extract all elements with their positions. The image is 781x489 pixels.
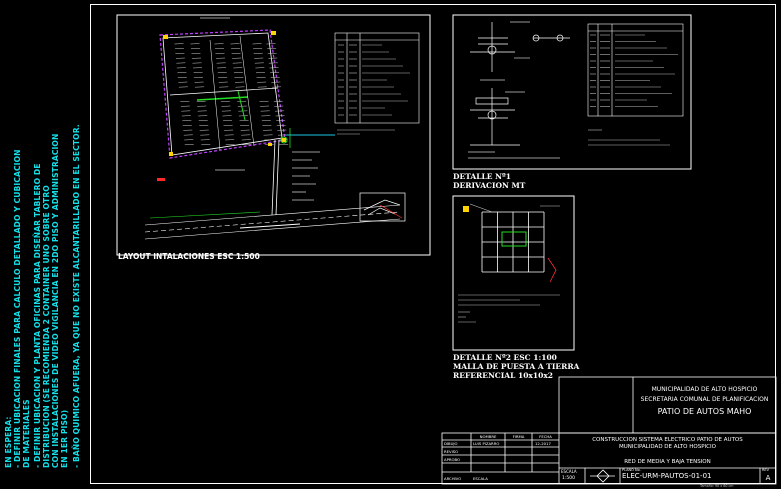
tb-row-name: LUIS PIZARRO [473, 441, 500, 446]
yellow-markers [163, 31, 286, 156]
tb-footnote: Tamaño: 90 x 60 cm [700, 484, 734, 488]
roadway [144, 204, 401, 240]
site-parcel-outline [159, 29, 286, 159]
tb-header-date: FECHA [539, 434, 552, 439]
grounding-mesh-accents [463, 203, 560, 283]
layout-legend-table [334, 32, 420, 124]
tb-footer-left: ARCHIVO [444, 476, 462, 481]
layout-panel-title: LAYOUT INTALACIONES ESC 1:500 [118, 252, 260, 261]
company-logo-mark [590, 469, 615, 483]
tb-header-name: NOMBRE [479, 434, 497, 439]
derivation-labels [468, 21, 560, 159]
tb-revision: A [765, 474, 771, 482]
tb-department: SECRETARIA COMUNAL DE PLANIFICACION [640, 396, 769, 403]
tb-row-role: DIBUJO [444, 441, 458, 446]
detail1-legend-table [587, 23, 684, 117]
tb-row-date: 12-2017 [535, 441, 551, 446]
sheet-border [90, 4, 776, 484]
tb-municipality: MUNICIPALIDAD DE ALTO HOSPICIO [651, 386, 758, 393]
detail1-frame [452, 14, 692, 170]
layout-legend-rows [338, 44, 410, 116]
tb-scale-value: 1:500 [562, 476, 575, 481]
tb-construction-line1: CONSTRUCCION SISTEMA ELECTRICO PATIO DE … [592, 437, 743, 443]
tb-row-role: REVISO [444, 449, 459, 454]
detail1-title-line1: DETALLE Nº1 [453, 172, 511, 181]
tb-drawing-title: RED DE MEDIA Y BAJA TENSION [624, 459, 711, 465]
layout-legend-note [337, 129, 395, 135]
tb-header-sign: FIRMA [512, 434, 525, 439]
tb-footer-mid: ESCALA [473, 476, 488, 481]
tb-plan-label: PLANO No. [622, 468, 641, 472]
feeder-callouts [200, 17, 320, 201]
tb-scale-label: ESCALA [561, 469, 577, 474]
red-marker [157, 178, 165, 181]
feeder-route [271, 128, 335, 216]
detail2-title-line1: DETALLE Nº2 ESC 1:100 [453, 353, 557, 362]
detail1-notes [588, 129, 670, 146]
detail2-title-line2: MALLA DE PUESTA A TIERRA [453, 362, 580, 371]
parking-stalls [174, 43, 289, 146]
tb-drawing-code: ELEC-URM-PAUTOS-01-01 [622, 472, 712, 480]
access-detail-sketch [359, 192, 406, 222]
driveway-lines [169, 35, 279, 151]
layout-panel-frame [116, 14, 431, 256]
detail2-notes [458, 294, 560, 323]
detail1-title-line2: DERIVACION MT [453, 181, 526, 190]
tb-row-role: APROBO [444, 457, 461, 462]
tb-construction-line2: MUNICIPALIDAD DE ALTO HOSPICIO [619, 444, 716, 450]
title-block-lines [441, 376, 777, 485]
tb-project: PATIO DE AUTOS MAHO [657, 407, 752, 416]
detail2-title-line3: REFERENCIAL 10x10x2 [453, 371, 554, 380]
tb-rev-label: REV [762, 468, 770, 472]
detail2-frame [452, 195, 575, 351]
detail1-legend-rows [590, 34, 678, 107]
derivation-sketch [470, 22, 570, 146]
grounding-mesh [481, 211, 545, 273]
